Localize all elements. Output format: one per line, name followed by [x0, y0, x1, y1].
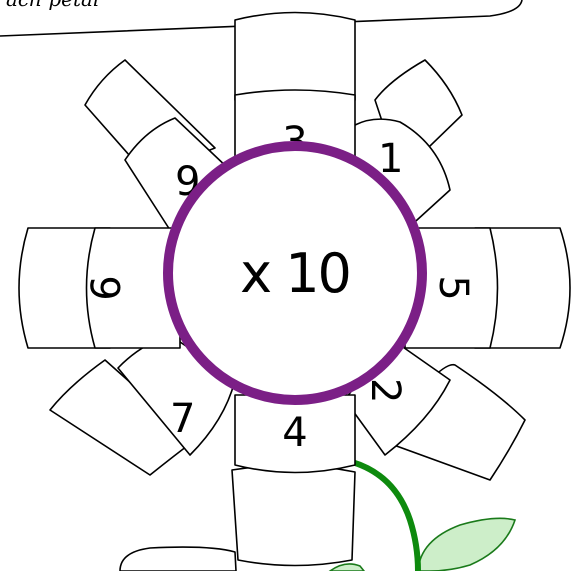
banner-text: ach petal: [6, 0, 99, 11]
petal-left: 6: [18, 227, 181, 349]
flower-stem-group: [328, 459, 517, 571]
petal-bottom: 4: [119, 394, 356, 571]
petal-right: 5: [404, 227, 571, 349]
petal-number-right: 5: [430, 275, 476, 300]
petal-number-bottom-left: 7: [170, 396, 195, 442]
center-circle: [163, 141, 427, 405]
petal-number-bottom-right: 2: [362, 378, 408, 403]
flower-center: x 10: [163, 141, 427, 405]
petal-top-right: 1: [344, 59, 463, 241]
center-label: x 10: [240, 242, 350, 305]
petal-number-bottom: 4: [282, 410, 307, 456]
petal-number-left: 6: [84, 275, 130, 300]
leaf-small: [328, 563, 366, 571]
leaf: [417, 517, 517, 571]
stem: [349, 459, 421, 571]
